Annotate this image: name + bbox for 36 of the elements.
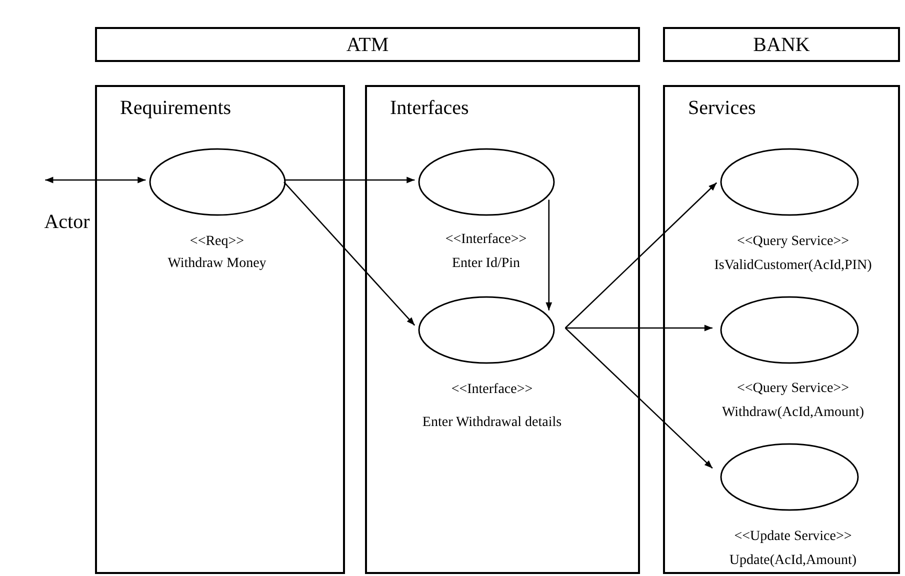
package-panel	[663, 85, 900, 574]
package-panel	[365, 85, 640, 574]
use-case-caption: Enter Withdrawal details	[422, 414, 562, 432]
actor-label: Actor	[34, 208, 100, 236]
use-case-caption: <<Req>>	[190, 233, 244, 251]
use-case-ellipse	[720, 296, 859, 364]
use-case-caption: Enter Id/Pin	[452, 255, 520, 273]
system-header-box	[95, 27, 640, 62]
arrow	[564, 328, 713, 469]
arrow	[546, 200, 552, 310]
system-title: BANK	[753, 32, 810, 58]
arrow	[45, 176, 146, 184]
panel-heading: Interfaces	[390, 96, 469, 121]
package-panel	[95, 85, 345, 574]
use-case-caption: <<Query Service>>	[736, 380, 850, 398]
system-header-box	[663, 27, 900, 62]
system-title: ATM	[346, 32, 389, 58]
use-case-caption: <<Interface>>	[445, 231, 527, 249]
use-case-ellipse	[720, 148, 859, 216]
arrow	[565, 324, 712, 332]
use-case-ellipse	[149, 148, 286, 216]
use-case-caption: Withdraw Money	[168, 255, 266, 273]
use-case-caption: <<Interface>>	[451, 381, 533, 399]
use-case-caption: IsValidCustomer(AcId,PIN)	[714, 257, 872, 275]
use-case-caption: <<Query Service>>	[736, 233, 850, 251]
use-case-caption: Update(AcId,Amount)	[729, 552, 857, 570]
use-case-ellipse	[418, 148, 555, 216]
use-case-ellipse	[418, 296, 555, 364]
arrow	[564, 182, 718, 328]
use-case-caption: Withdraw(AcId,Amount)	[722, 404, 864, 422]
use-case-caption: <<Update Service>>	[734, 528, 852, 546]
arrow	[284, 182, 416, 326]
arrow	[284, 176, 415, 184]
panel-heading: Requirements	[120, 96, 232, 121]
panel-heading: Services	[688, 96, 756, 121]
use-case-ellipse	[720, 443, 859, 511]
